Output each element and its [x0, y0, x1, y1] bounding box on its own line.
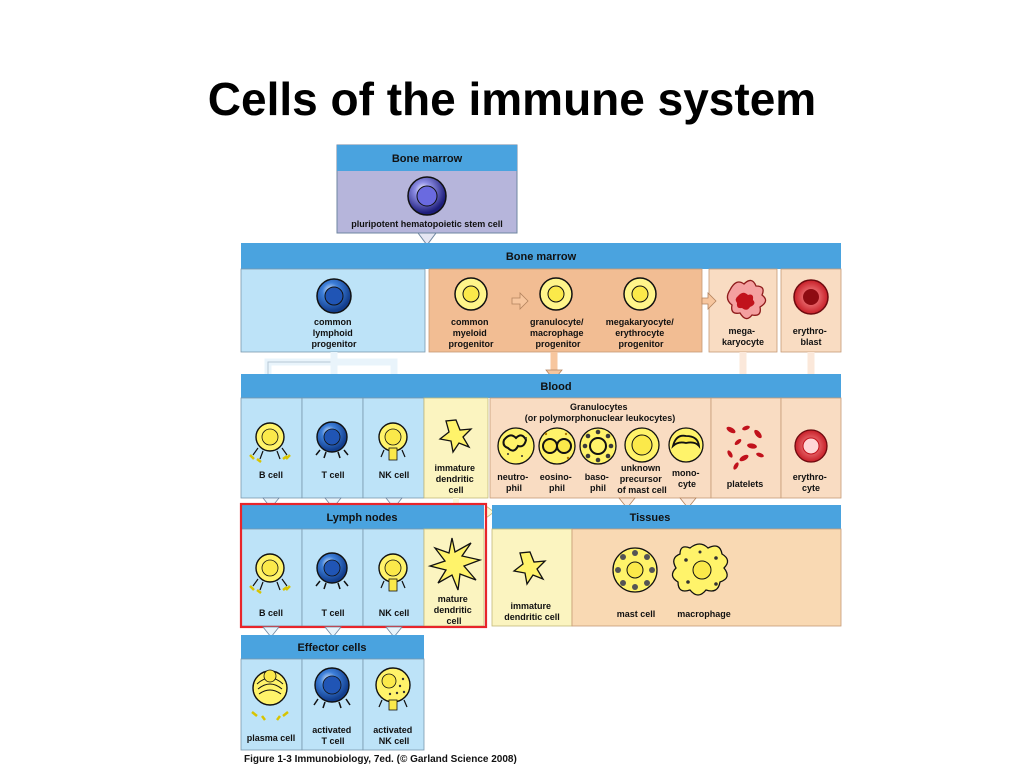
erythroblast-label: erythro- blast — [793, 326, 830, 347]
monocyte-icon — [668, 427, 704, 463]
mast-cell-icon — [612, 547, 658, 593]
mast-precursor-label: unknown precursor of mast cell — [617, 463, 667, 495]
myeloid-progenitor-icon — [454, 277, 488, 311]
megakaryocyte-nucleus — [735, 292, 755, 310]
header-bone-marrow-top-label: Bone marrow — [392, 153, 463, 165]
slide-title: Cells of the immune system — [207, 73, 817, 125]
erythrocyte-icon — [794, 429, 828, 463]
granulocytes-heading: Granulocytes (or polymorphonuclear leuko… — [525, 402, 676, 423]
platelets-icon — [726, 425, 764, 470]
plasma-cell-label: plasma cell — [247, 733, 296, 743]
myeloid-progenitor-label: common myeloid progenitor — [449, 317, 494, 349]
header-bone-marrow-label: Bone marrow — [506, 251, 577, 263]
header-effector — [241, 635, 424, 659]
mature-dendritic-label: mature dendritic cell — [434, 594, 475, 626]
neutrophil-label: neutro- phil — [497, 472, 531, 493]
neutrophil-icon — [497, 427, 535, 465]
header-lymph-nodes — [241, 505, 484, 529]
me-progenitor-label: megakaryocyte/ erythrocyte progenitor — [606, 317, 677, 349]
mature-dendritic-icon — [427, 537, 483, 591]
monocyte-label: mono- cyte — [672, 468, 702, 489]
ln-nk-cell-panel — [362, 528, 425, 627]
megakaryocyte-label: mega- karyocyte — [722, 326, 764, 347]
tissue-immature-dendritic-icon — [512, 551, 547, 586]
plasma-cell-icon — [251, 669, 289, 721]
ln-b-cell-label: B cell — [259, 608, 283, 618]
header-tissues-label: Tissues — [630, 512, 671, 524]
header-effector-label: Effector cells — [297, 642, 366, 654]
gm-progenitor-label: granulocyte/ macrophage progenitor — [530, 317, 586, 349]
erythroblast-icon — [793, 279, 829, 315]
header-bone-marrow-top — [337, 145, 517, 171]
header-blood — [241, 374, 841, 398]
eosinophil-icon — [538, 427, 576, 465]
platelet-panel — [710, 397, 782, 499]
ln-t-cell-icon — [315, 552, 349, 590]
mast-precursor-icon — [624, 427, 660, 463]
b-cell-icon — [249, 422, 291, 463]
ln-nk-cell-label: NK cell — [379, 608, 410, 618]
erythrocyte-label: erythro- cyte — [793, 472, 830, 493]
nk-cell-icon — [378, 422, 408, 461]
nk-cell-label: NK cell — [379, 470, 410, 480]
activated-nk-icon — [375, 667, 411, 711]
stem-cell-label: pluripotent hematopoietic stem cell — [351, 219, 503, 229]
arrow-down-icon — [618, 497, 636, 509]
macrophage-label: macrophage — [677, 609, 731, 619]
b-cell-label: B cell — [259, 470, 283, 480]
t-cell-icon — [315, 421, 349, 459]
me-progenitor-icon — [623, 277, 657, 311]
arrow-right-icon — [511, 292, 529, 310]
stem-cell-icon — [407, 176, 447, 216]
activated-t-icon — [313, 667, 351, 709]
eosinophil-label: eosino- phil — [540, 472, 575, 493]
figure-caption: Figure 1-3 Immunobiology, 7ed. (© Garlan… — [244, 754, 517, 765]
tissue-immature-dendritic-label: immature dendritic cell — [504, 601, 560, 622]
basophil-label: baso- phil — [585, 472, 612, 493]
activated-t-label: activated T cell — [312, 725, 354, 746]
arrow-right-icon — [701, 292, 717, 310]
arrow-down-icon — [324, 626, 342, 638]
basophil-icon — [579, 427, 617, 465]
lymphoid-progenitor-icon — [316, 278, 352, 314]
header-tissues — [492, 505, 841, 529]
header-lymph-nodes-label: Lymph nodes — [326, 512, 397, 524]
arrow-down-icon — [262, 626, 280, 638]
immature-dendritic-label: immature dendritic cell — [434, 463, 477, 495]
header-blood-label: Blood — [540, 381, 571, 393]
lymphoid-progenitor-label: common lymphoid progenitor — [312, 317, 357, 349]
highlight-box — [239, 502, 488, 629]
immature-dendritic-icon — [438, 419, 473, 454]
ln-nk-cell-icon — [378, 553, 408, 592]
t-cell-label: T cell — [321, 470, 344, 480]
platelets-label: platelets — [727, 479, 764, 489]
activated-nk-label: activated NK cell — [373, 725, 415, 746]
ln-t-cell-label: T cell — [321, 608, 344, 618]
header-bone-marrow — [241, 243, 841, 269]
ln-b-cell-icon — [249, 553, 291, 594]
gm-progenitor-icon — [539, 277, 573, 311]
mast-cell-label: mast cell — [617, 609, 656, 619]
arrow-down-icon — [417, 232, 437, 246]
arrow-down-icon — [679, 497, 697, 509]
arrow-down-icon — [385, 626, 403, 638]
